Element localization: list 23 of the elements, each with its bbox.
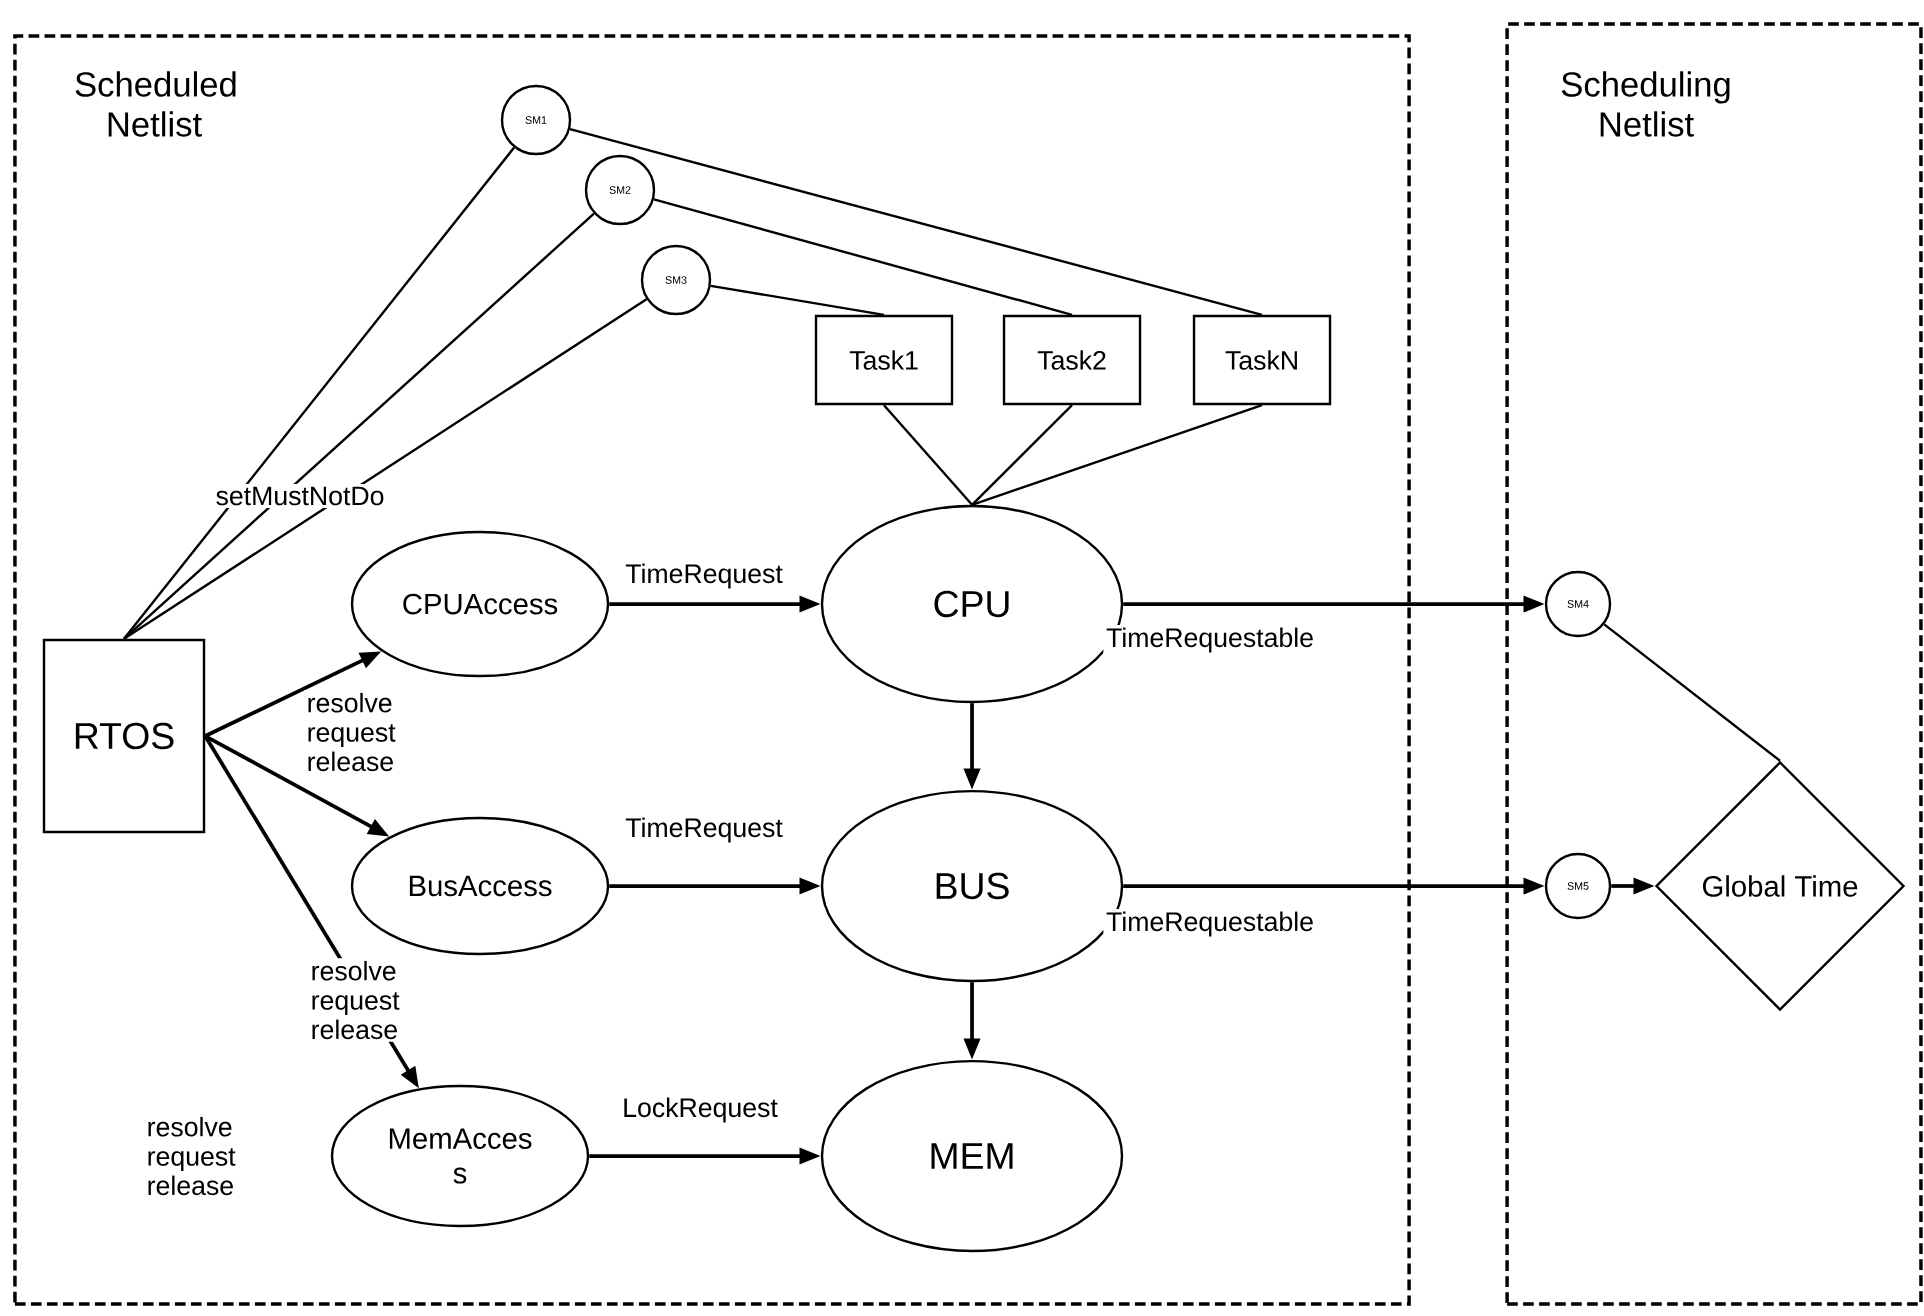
edge-label: TimeRequest — [622, 560, 786, 592]
connector-line — [123, 212, 595, 640]
edge-label: TimeRequest — [622, 814, 786, 846]
connector-line — [123, 298, 648, 640]
connector-line — [883, 404, 973, 506]
connector-line — [569, 128, 1263, 316]
task-box: TaskN — [1192, 314, 1332, 406]
rtos-box: RTOS — [42, 638, 206, 834]
task-box: Task1 — [814, 314, 954, 406]
edge-label: TimeRequestable — [1103, 908, 1317, 940]
connector-line — [971, 404, 1073, 506]
note-label: resolve request release — [148, 1116, 236, 1196]
edge-label: TimeRequestable — [1103, 624, 1317, 656]
task-box: Task2 — [1002, 314, 1142, 406]
connector-line — [123, 146, 516, 640]
edge-label: LockRequest — [619, 1094, 781, 1126]
edge-label: setMustNotDo — [212, 484, 388, 508]
connector-line — [653, 198, 1073, 316]
connector-line — [710, 284, 885, 316]
connector-line — [971, 404, 1263, 506]
connector-line — [1603, 623, 1781, 762]
edge-label: resolve request release — [304, 690, 416, 774]
edge-label: resolve request release — [308, 958, 420, 1042]
